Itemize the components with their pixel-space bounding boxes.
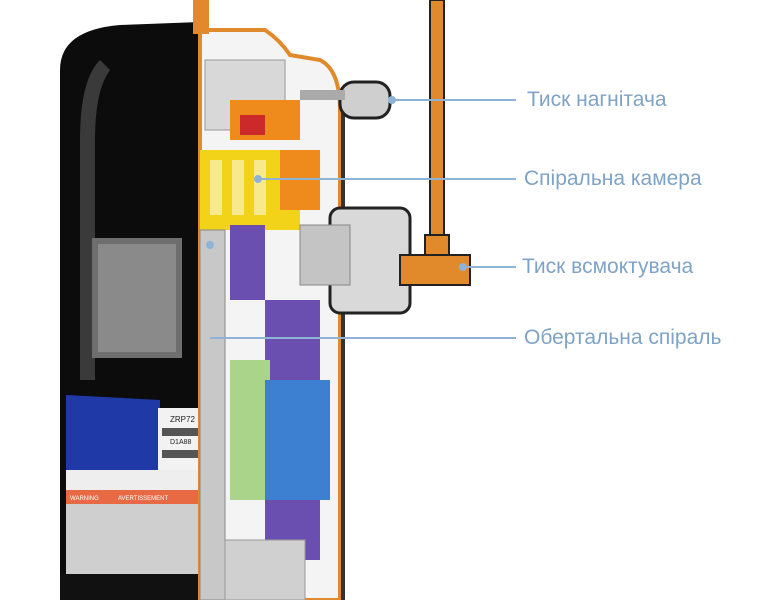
warning-text: WARNING — [70, 496, 99, 502]
pointer-dot — [206, 241, 214, 249]
blue-band — [66, 395, 160, 470]
suction-fitting — [299, 0, 471, 315]
warning-text-fr: AVERTISSEMENT — [118, 496, 168, 502]
nameplate-serial: D1A88 — [170, 439, 192, 446]
cutaway-section — [193, 0, 345, 600]
label-scroll-chamber: Спіральна камера — [524, 167, 702, 190]
discharge-fitting — [300, 80, 392, 120]
rotor — [230, 360, 270, 500]
pointer-dot — [459, 263, 467, 271]
nameplate — [158, 408, 200, 473]
crankshaft — [199, 229, 226, 600]
leader-lines — [210, 99, 516, 339]
nameplate-model: ZRP72 — [170, 415, 195, 424]
pointer-dot — [254, 175, 262, 183]
discharge-pipe — [193, 0, 209, 34]
stator — [265, 380, 330, 500]
suction-pipe — [429, 0, 445, 246]
compressor-shell: ZRP72 D1A88 WARNING AVERTISSEMENT — [60, 22, 200, 600]
label-discharge-pressure: Тиск нагнітача — [527, 88, 667, 111]
pointer-dot — [388, 96, 396, 104]
warning-strip — [66, 490, 200, 504]
stator-top — [265, 300, 320, 380]
label-orbiting-scroll: Обертальна спіраль — [524, 326, 722, 349]
label-suction-pressure: Тиск всмоктувача — [522, 255, 694, 278]
